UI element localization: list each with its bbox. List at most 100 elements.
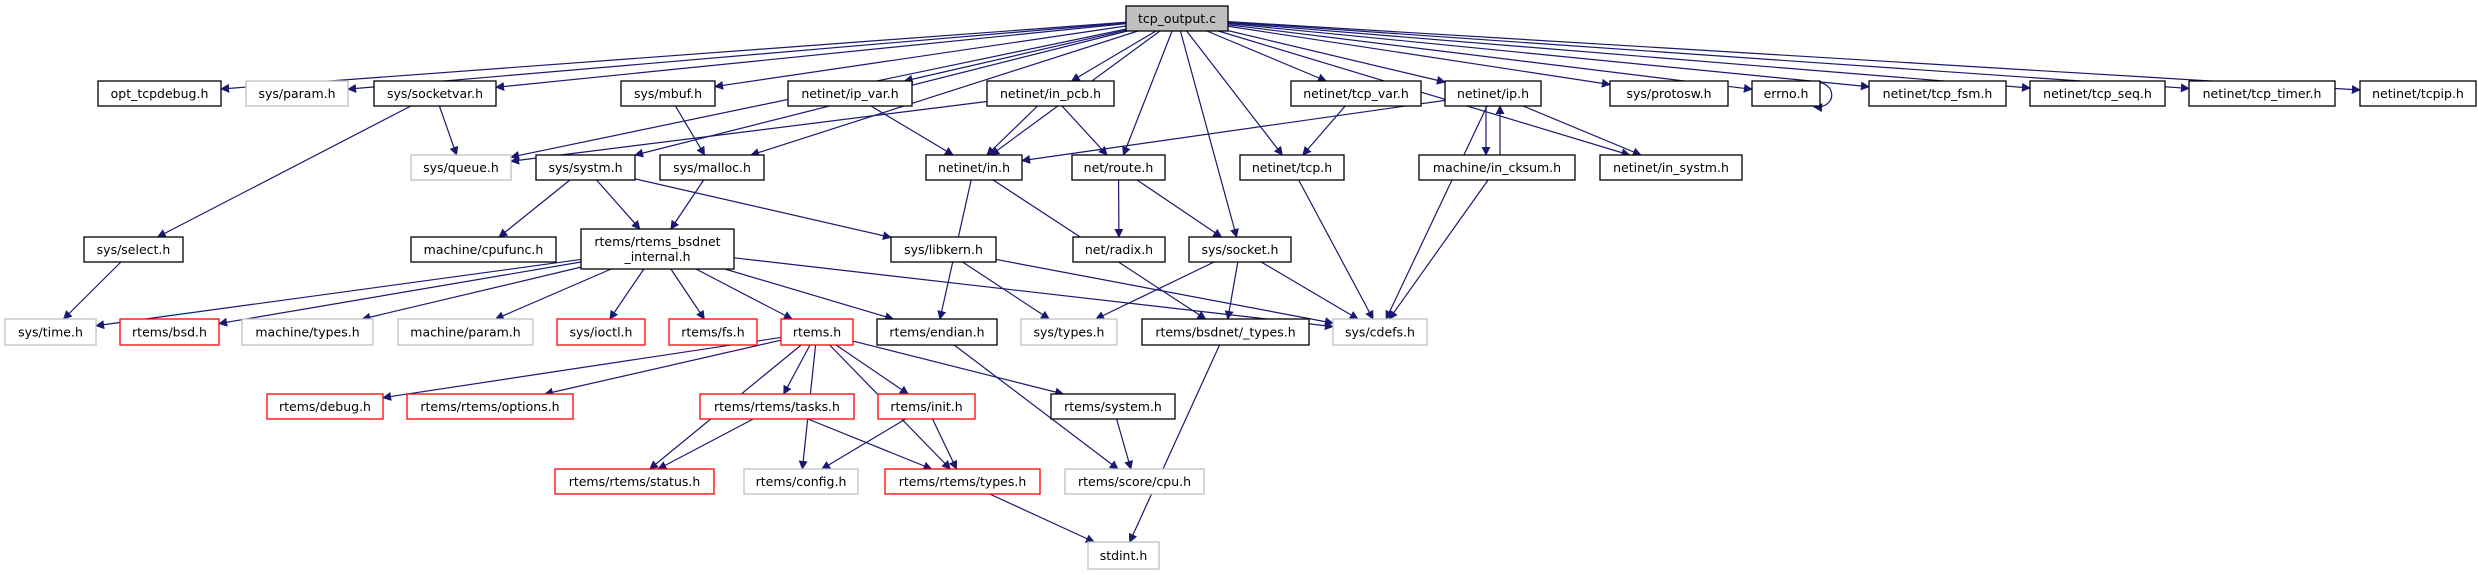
node-netinet-tcpip[interactable]: netinet/tcpip.h	[2359, 80, 2477, 107]
edge-rtems-system-to-rtems-score-cpu	[1116, 418, 1134, 470]
node-sys-ioctl[interactable]: sys/ioctl.h	[556, 318, 646, 346]
edge-tcp-output-to-netinet-in-systm	[1218, 30, 1631, 157]
edge-netinet-in-pcb-to-net-route	[1061, 105, 1108, 156]
node-label: netinet/in_pcb.h	[1000, 86, 1101, 101]
node-rtems-system[interactable]: rtems/system.h	[1050, 393, 1176, 420]
node-machine-cpufunc[interactable]: machine/cpufunc.h	[410, 236, 557, 263]
node-sys-socket[interactable]: sys/socket.h	[1188, 236, 1292, 263]
node-sys-malloc[interactable]: sys/malloc.h	[659, 154, 765, 181]
node-box	[83, 236, 184, 263]
edge-rtems-bsdnet-internal-to-sys-ioctl	[609, 268, 645, 320]
edge-sys-socketvar-to-sys-queue	[438, 105, 459, 156]
node-box	[410, 236, 557, 263]
node-sys-queue[interactable]: sys/queue.h	[410, 154, 512, 181]
edge-tcp-output-to-net-route	[1122, 30, 1173, 156]
edge-netinet-ip-to-netinet-in	[1021, 99, 1446, 164]
node-sys-socketvar[interactable]: sys/socketvar.h	[373, 80, 497, 107]
node-box	[535, 154, 636, 181]
node-label: machine/in_cksum.h	[1433, 160, 1561, 175]
node-netinet-tcp-var[interactable]: netinet/tcp_var.h	[1290, 80, 1422, 107]
node-netinet-tcp-seq[interactable]: netinet/tcp_seq.h	[2029, 80, 2166, 107]
node-netinet-tcp[interactable]: netinet/tcp.h	[1239, 154, 1345, 181]
node-sys-param[interactable]: sys/param.h	[245, 80, 349, 107]
node-box	[1020, 318, 1118, 346]
node-sys-types[interactable]: sys/types.h	[1020, 318, 1118, 346]
edge-tcp-output-to-netinet-tcp	[1186, 30, 1283, 156]
node-rtems[interactable]: rtems.h	[780, 318, 854, 346]
node-label: rtems/rtems/tasks.h	[714, 399, 840, 414]
node-sys-protosw[interactable]: sys/protosw.h	[1609, 80, 1729, 107]
node-rtems-fs[interactable]: rtems/fs.h	[668, 318, 758, 346]
node-rtems-types[interactable]: rtems/rtems/types.h	[884, 468, 1041, 495]
node-errno[interactable]: errno.h	[1751, 80, 1821, 107]
node-sys-cdefs[interactable]: sys/cdefs.h	[1332, 318, 1428, 346]
node-net-radix[interactable]: net/radix.h	[1072, 236, 1166, 263]
node-box	[245, 80, 349, 107]
node-netinet-tcp-timer[interactable]: netinet/tcp_timer.h	[2188, 80, 2336, 107]
node-netinet-in-pcb[interactable]: netinet/in_pcb.h	[986, 80, 1115, 107]
node-opt-tcpdebug[interactable]: opt_tcpdebug.h	[97, 80, 222, 107]
node-machine-types[interactable]: machine/types.h	[241, 318, 374, 346]
node-label: netinet/ip_var.h	[801, 86, 898, 101]
node-netinet-ip[interactable]: netinet/ip.h	[1444, 80, 1542, 107]
node-netinet-in[interactable]: netinet/in.h	[925, 154, 1023, 181]
node-rtems-bsd[interactable]: rtems/bsd.h	[119, 318, 220, 346]
node-label: rtems/fs.h	[681, 325, 744, 340]
node-label: rtems/system.h	[1064, 399, 1162, 414]
node-rtems-status[interactable]: rtems/rtems/status.h	[554, 468, 715, 495]
node-box	[554, 468, 715, 495]
node-label: netinet/tcp_seq.h	[2043, 86, 2152, 101]
node-rtems-bsdnet-types[interactable]: rtems/bsdnet/_types.h	[1141, 318, 1310, 346]
node-netinet-in-systm[interactable]: netinet/in_systm.h	[1599, 154, 1743, 181]
node-rtems-config[interactable]: rtems/config.h	[743, 468, 859, 495]
node-box	[373, 80, 497, 107]
node-tcp-output[interactable]: tcp_output.c	[1125, 5, 1229, 32]
node-box	[668, 318, 758, 346]
node-sys-mbuf[interactable]: sys/mbuf.h	[620, 80, 716, 107]
edge-sys-libkern-to-sys-cdefs	[995, 258, 1334, 327]
node-netinet-ip-var[interactable]: netinet/ip_var.h	[787, 80, 913, 107]
node-netinet-tcp-fsm[interactable]: netinet/tcp_fsm.h	[1868, 80, 2007, 107]
node-sys-select[interactable]: sys/select.h	[83, 236, 184, 263]
node-sys-time[interactable]: sys/time.h	[4, 318, 97, 346]
node-machine-in-cksum[interactable]: machine/in_cksum.h	[1418, 154, 1576, 181]
edge-rtems-tasks-to-rtems-types	[807, 418, 933, 471]
node-box	[780, 318, 854, 346]
node-box	[1239, 154, 1345, 181]
node-net-route[interactable]: net/route.h	[1071, 154, 1166, 181]
node-box	[876, 318, 998, 346]
edge-netinet-ip-to-netinet-in-systm	[1522, 105, 1642, 157]
node-rtems-score-cpu[interactable]: rtems/score/cpu.h	[1064, 468, 1205, 495]
node-box	[556, 318, 646, 346]
node-label: netinet/tcp.h	[1252, 160, 1332, 175]
edge-rtems-tasks-to-rtems-status	[657, 418, 754, 470]
edge-rtems-bsdnet-types-to-stdint	[1128, 344, 1221, 543]
node-machine-param[interactable]: machine/param.h	[397, 318, 534, 346]
node-label: netinet/tcp_timer.h	[2203, 86, 2322, 101]
edge-sys-socket-to-rtems-bsdnet-types	[1224, 261, 1239, 320]
node-rtems-tasks[interactable]: rtems/rtems/tasks.h	[699, 393, 855, 420]
node-box	[97, 80, 222, 107]
node-rtems-endian[interactable]: rtems/endian.h	[876, 318, 998, 346]
node-rtems-debug[interactable]: rtems/debug.h	[266, 393, 384, 420]
node-box	[2029, 80, 2166, 107]
node-label: machine/cpufunc.h	[424, 242, 544, 257]
node-label: sys/queue.h	[423, 160, 499, 175]
node-box	[2359, 80, 2477, 107]
node-box	[890, 236, 997, 263]
edge-sys-select-to-sys-time	[62, 261, 122, 320]
node-sys-libkern[interactable]: sys/libkern.h	[890, 236, 997, 263]
edge-tcp-output-to-opt-tcpdebug	[220, 21, 1127, 93]
node-rtems-bsdnet-internal[interactable]: rtems/rtems_bsdnet_internal.h	[580, 228, 735, 270]
node-label: tcp_output.c	[1138, 11, 1216, 26]
node-rtems-init[interactable]: rtems/init.h	[877, 393, 976, 420]
edge-sys-systm-to-machine-cpufunc	[498, 179, 571, 238]
node-label: netinet/ip.h	[1457, 86, 1529, 101]
node-sys-systm[interactable]: sys/systm.h	[535, 154, 636, 181]
node-rtems-options[interactable]: rtems/rtems/options.h	[406, 393, 574, 420]
node-label: rtems.h	[793, 325, 841, 340]
node-label: machine/param.h	[410, 325, 520, 340]
node-box	[1418, 154, 1576, 181]
node-box	[241, 318, 374, 346]
node-stdint[interactable]: stdint.h	[1087, 541, 1160, 570]
